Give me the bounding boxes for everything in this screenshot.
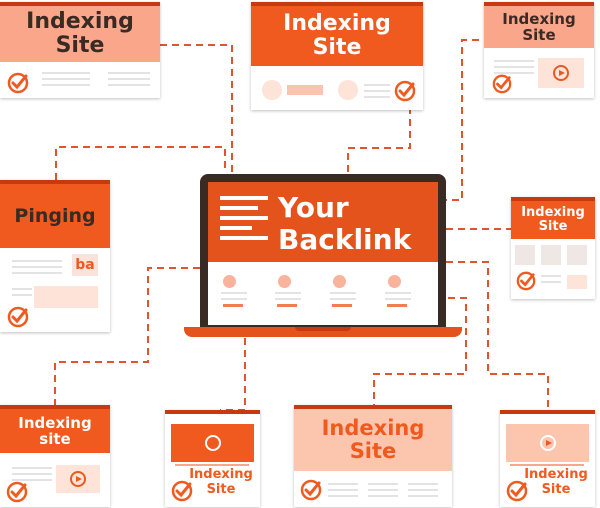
card-header: Indexing Site <box>0 6 160 62</box>
card-title-line2: Site <box>206 482 236 497</box>
play-icon <box>70 471 86 487</box>
card-title-line2: Site <box>538 219 568 234</box>
indexing-site-card-bottom-right: Indexing Site <box>500 410 595 507</box>
video-progress-bar <box>175 464 249 466</box>
check-circle-icon <box>7 306 29 328</box>
check-circle-icon <box>300 479 322 501</box>
card-title-line1: Pinging <box>14 204 96 227</box>
card-title-line1: Indexing <box>521 204 585 220</box>
connector-top-left <box>160 44 233 172</box>
card-top-bar <box>511 197 595 201</box>
indexing-site-card-bottom-center: Indexing Site <box>294 405 452 507</box>
video-progress-bar <box>510 464 584 466</box>
indexing-site-card-top-right: Indexing Site <box>484 2 594 98</box>
card-header: Pinging <box>0 184 110 248</box>
card-top-bar <box>165 410 260 414</box>
laptop-base <box>184 327 462 337</box>
card-title-line2: Site <box>522 26 556 44</box>
check-circle-icon <box>394 80 416 102</box>
check-circle-icon <box>6 481 28 503</box>
card-title: Indexing Site <box>518 467 594 497</box>
connector-bottom-center <box>373 297 467 405</box>
check-circle-icon <box>506 480 528 502</box>
card-header: Indexing Site <box>511 201 595 239</box>
card-top-bar <box>294 405 452 409</box>
card-header: Indexing Site <box>484 6 594 48</box>
indexing-site-card-bottom-second: Indexing Site <box>165 410 260 507</box>
card-title-line1: Indexing <box>502 9 576 28</box>
card-title-line1: Indexing <box>18 413 92 432</box>
check-circle-icon <box>492 74 512 94</box>
card-top-bar <box>251 2 423 6</box>
backlink-title-line2: Backlink <box>278 223 412 256</box>
card-header: Indexing Site <box>251 6 423 66</box>
laptop-screen: Your Backlink <box>208 182 438 325</box>
indexing-site-card-right-middle: Indexing Site <box>511 197 595 299</box>
card-top-bar <box>0 2 160 6</box>
connector-pinging <box>55 146 226 180</box>
indexing-site-card-top-left: Indexing Site <box>0 2 160 98</box>
card-title-line2: Site <box>349 439 397 463</box>
play-icon <box>205 435 221 451</box>
card-title-line2: site <box>39 430 71 448</box>
indexing-site-card-top-center: Indexing Site <box>251 2 423 110</box>
card-header: Indexing Site <box>294 409 452 471</box>
card-title-line1: Indexing <box>524 467 588 482</box>
card-title-line1: Indexing <box>283 11 391 37</box>
card-title-line1: Indexing <box>321 416 425 441</box>
laptop-notch <box>295 327 351 331</box>
play-icon <box>540 435 556 451</box>
indexing-site-card-bottom-left: Indexing site <box>0 405 110 507</box>
card-top-bar <box>0 180 110 184</box>
connector-bottom-second <box>220 338 246 411</box>
card-top-bar <box>0 405 110 409</box>
ba-logo-text: ba <box>75 257 95 273</box>
connector-bottom-right <box>446 261 549 410</box>
card-title-line1: Indexing <box>26 9 134 35</box>
card-title-line2: Site <box>541 482 571 497</box>
laptop-screen-header <box>208 182 438 262</box>
pinging-card: Pinging ba <box>0 180 110 332</box>
card-top-bar <box>500 410 595 414</box>
backlink-title: Your Backlink <box>278 192 411 256</box>
card-title-line2: Site <box>312 35 362 60</box>
connector-top-right <box>440 39 484 201</box>
backlink-title-line1: Your <box>278 191 349 224</box>
card-header: Indexing site <box>0 409 110 453</box>
check-circle-icon <box>171 480 193 502</box>
check-circle-icon <box>7 72 29 94</box>
card-title-line1: Indexing <box>189 467 253 482</box>
ba-logo-icon: ba <box>72 254 98 276</box>
connector-bottom-left <box>54 267 200 405</box>
card-top-bar <box>484 2 594 6</box>
check-circle-icon <box>516 271 536 291</box>
play-icon <box>553 65 569 81</box>
card-title-line2: Site <box>55 33 105 58</box>
card-title: Indexing Site <box>183 467 259 497</box>
connector-top-center <box>347 110 411 172</box>
